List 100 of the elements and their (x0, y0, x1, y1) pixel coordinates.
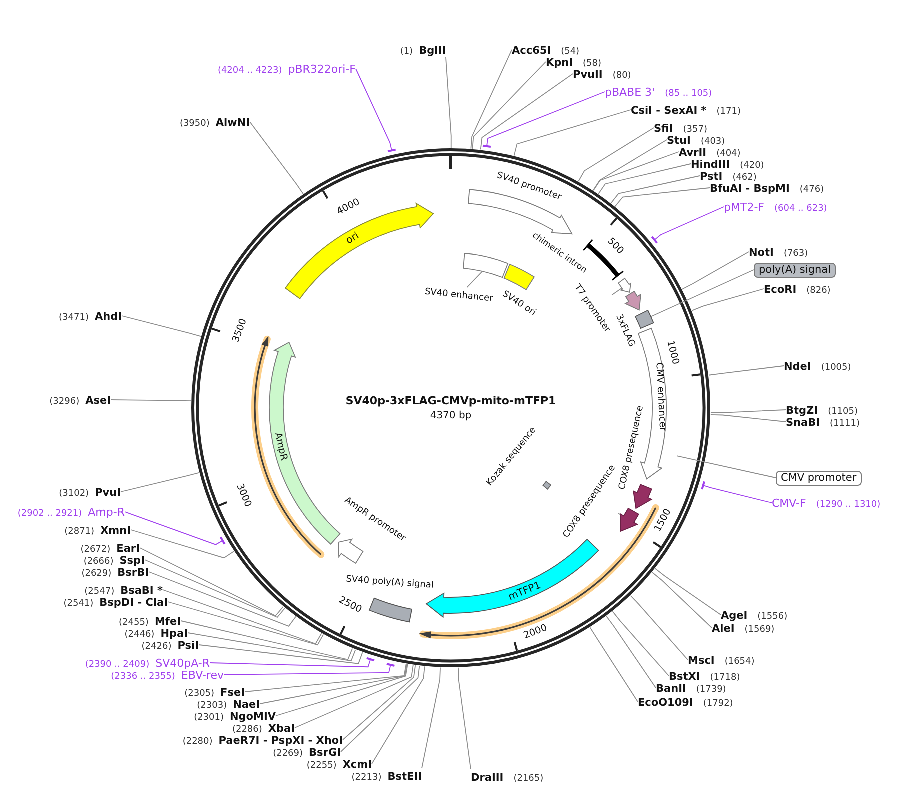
tick-label: 3000 (233, 482, 252, 510)
primer-position: (2336 .. 2355) (111, 672, 176, 682)
cut-site-position: (1792) (703, 698, 734, 708)
enzyme-name: EcoRI (764, 284, 797, 296)
cut-site-position: (2165) (514, 774, 544, 784)
cut-site-position: (2301) (194, 712, 224, 722)
leader-line (198, 644, 364, 664)
enzyme-name: NotI (749, 246, 774, 258)
enzyme-name: DraIII (471, 772, 504, 784)
leader-line (148, 572, 296, 627)
enzyme-name: StuI (667, 134, 691, 146)
leader-line (466, 271, 483, 288)
tick-label: 3500 (231, 318, 250, 345)
leader-line (124, 512, 226, 546)
cut-site-position: (54) (561, 46, 580, 56)
leader-line (244, 664, 407, 692)
leader-line (422, 667, 441, 769)
enzyme-name: AgeI (721, 610, 748, 622)
leader-line (250, 122, 304, 194)
enzyme-name: AleI (712, 622, 735, 634)
primer-name: pMT2-F (724, 200, 764, 214)
primer-position: (2902 .. 2921) (18, 508, 82, 518)
leader-line (630, 595, 688, 660)
leader-line (168, 602, 324, 646)
cut-site-position: (404) (716, 148, 741, 158)
enzyme-name: EarI (116, 542, 140, 554)
leader-line (130, 530, 235, 559)
cut-site-position: (1) (400, 46, 414, 56)
leader-line (701, 480, 772, 504)
feature-label: SV40 poly(A) signal (346, 574, 434, 592)
enzyme-name: XbaI (268, 722, 295, 734)
enzyme-name: BtgZI (786, 404, 818, 416)
feature-label: ori (344, 230, 362, 248)
primer-position: (85 .. 105) (665, 88, 712, 98)
cut-site-position: (476) (800, 184, 824, 194)
enzyme-name: BspDI - ClaI (100, 596, 168, 608)
leader-line (372, 666, 426, 764)
cut-site-position: (357) (683, 124, 708, 134)
leader-line (342, 665, 416, 740)
cut-site-position: (3950) (180, 118, 210, 128)
cut-site-position: (1569) (744, 624, 775, 634)
tick-label: 2000 (523, 624, 550, 643)
leader-line (472, 62, 546, 150)
leader-line (692, 288, 764, 312)
sequence-length: 4370 bp (430, 410, 472, 422)
tick-label: 4000 (336, 198, 363, 219)
primer-name: EBV-rev (181, 668, 224, 682)
cut-site-position: (1111) (830, 418, 860, 428)
leader-line (480, 74, 574, 150)
primer-name: Amp-R (88, 506, 125, 518)
leader-line (650, 270, 754, 318)
enzyme-name: AseI (86, 394, 111, 406)
feature-label: AmpR (272, 432, 289, 462)
leader-line (210, 657, 376, 668)
leader-line (446, 57, 452, 148)
enzyme-name: FseI (220, 686, 245, 698)
cut-site-position: (2666) (84, 556, 114, 566)
cut-site-position: (2426) (142, 642, 172, 652)
cut-site-position: (2286) (232, 724, 262, 734)
primer-position: (2390 .. 2409) (85, 660, 150, 670)
enzyme-name: AvrII (679, 146, 707, 158)
primer-position: (4204 .. 4223) (218, 66, 282, 76)
leader-line (710, 410, 786, 414)
leader-line (356, 68, 397, 153)
enzyme-name: AhdI (94, 310, 122, 322)
leader-line (593, 152, 680, 192)
enzyme-name: MscI (688, 654, 715, 666)
cut-site-position: (2213) (352, 772, 382, 782)
cut-site-position: (3471) (59, 312, 89, 322)
enzyme-name: BstEII (388, 770, 422, 782)
cut-site-position: (2547) (84, 586, 115, 596)
leader-line (612, 288, 623, 296)
leader-line (122, 316, 202, 338)
enzyme-name: BsaBI * (120, 584, 163, 596)
cut-site-position: (763) (784, 248, 808, 258)
feature-label: SV40 enhancer (424, 288, 494, 305)
cut-site-position: (58) (583, 58, 602, 68)
cut-site-position: (1005) (821, 362, 852, 372)
leader-line (140, 548, 284, 617)
cut-site-position: (171) (716, 106, 741, 116)
leader-line (188, 632, 356, 662)
cut-site-position: (3102) (59, 488, 90, 498)
primer-position: (1290 .. 1310) (816, 500, 881, 510)
cut-site-position: (1654) (724, 656, 755, 666)
cut-site-position: (2629) (82, 568, 112, 578)
enzyme-name: EcoO109I (638, 696, 694, 708)
enzyme-name: AlwNI (216, 116, 250, 128)
cut-site-position: (2446) (124, 630, 155, 640)
leader-line (340, 666, 420, 752)
leader-line (482, 92, 606, 148)
cut-site-position: (2255) (306, 760, 337, 770)
leader-line (606, 616, 656, 688)
enzyme-name: SnaBI (786, 416, 820, 428)
cut-site-position: (2455) (119, 618, 149, 628)
cut-site-position: (2672) (80, 544, 111, 554)
enzyme-name: PstI (700, 170, 723, 182)
leader-line (682, 252, 750, 290)
leader-line (514, 110, 632, 156)
primer-name: pBABE 3' (605, 86, 656, 98)
leader-line (651, 206, 724, 244)
